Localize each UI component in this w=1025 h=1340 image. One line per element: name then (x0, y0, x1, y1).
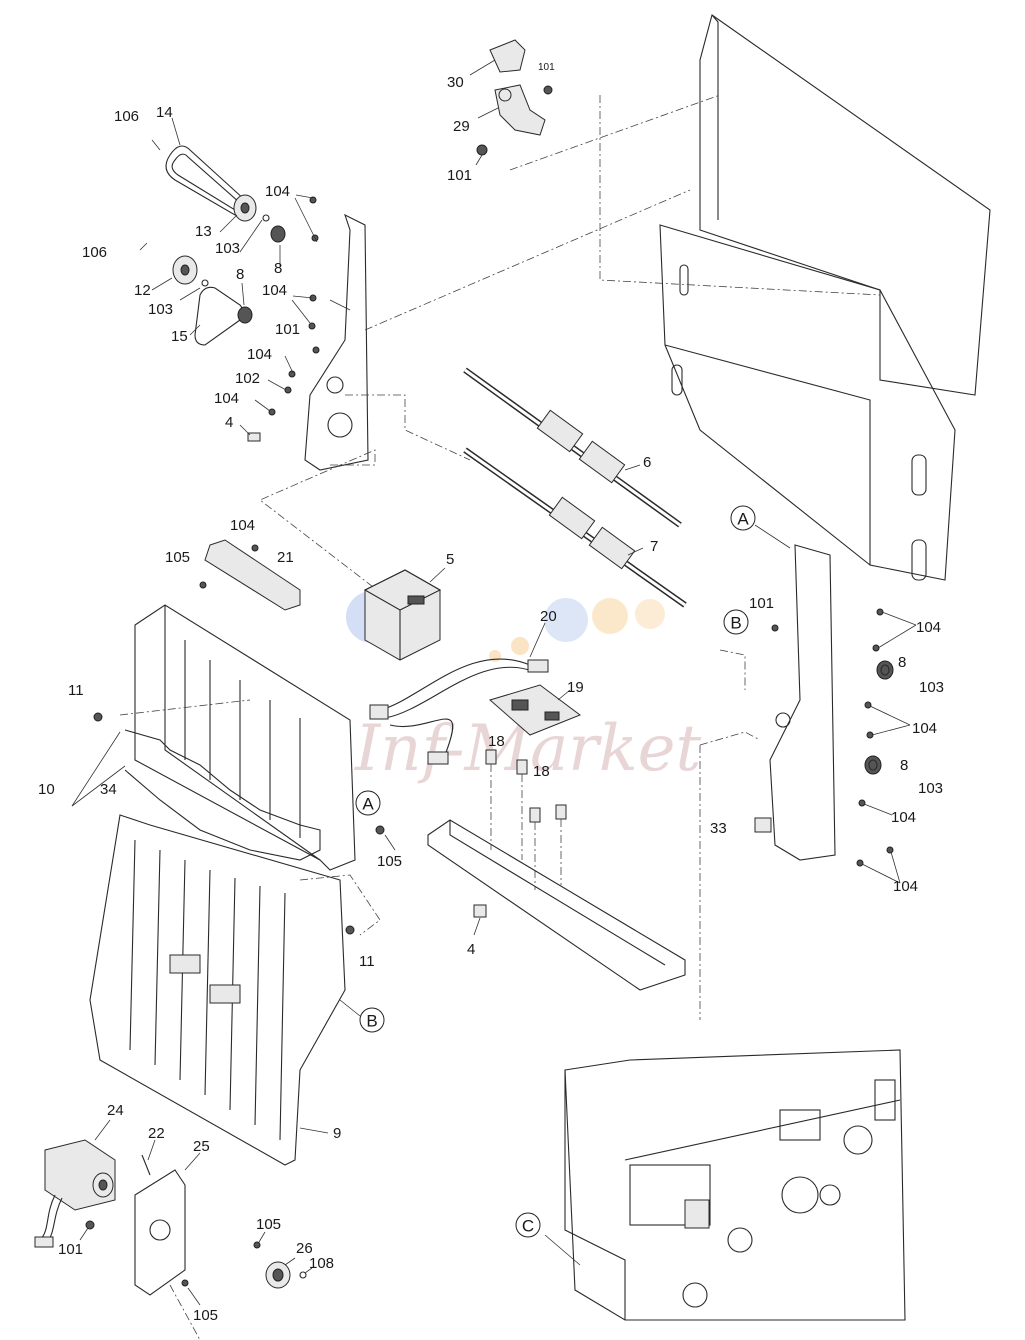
callout-7: 7 (650, 538, 658, 555)
roller-shaft-6 (463, 367, 682, 528)
ref-a-1: A (730, 505, 791, 549)
callout-101: 101 (749, 595, 774, 612)
callout-34: 34 (100, 781, 117, 798)
ref-b-1: B (723, 609, 749, 635)
callout-11: 11 (68, 682, 84, 699)
rear-cover-10 (71, 604, 396, 871)
callout-103: 103 (148, 301, 173, 318)
motor-24-assembly (34, 1119, 313, 1340)
right-side-plate (699, 544, 917, 1020)
callout-26: 26 (296, 1240, 313, 1257)
callout-8: 8 (274, 260, 282, 277)
callout-14: 14 (156, 104, 173, 121)
sensor-bracket-assembly (469, 39, 553, 166)
svg-text:B: B (730, 614, 741, 633)
callout-4: 4 (225, 414, 233, 431)
rear-frame-panel (509, 14, 991, 581)
left-drive-plate (304, 213, 369, 471)
belt-15 (194, 286, 245, 346)
callout-25: 25 (193, 1138, 210, 1155)
ref-c: C (515, 1212, 541, 1238)
callout-20: 20 (540, 608, 557, 625)
sensors-18 (485, 749, 567, 890)
callout-105: 105 (193, 1307, 218, 1324)
callout-33: 33 (710, 820, 727, 837)
callout-101: 101 (447, 167, 472, 184)
callout-104: 104 (916, 619, 941, 636)
callout-9: 9 (333, 1125, 341, 1142)
harness-20 (369, 622, 549, 765)
callout-104: 104 (265, 183, 290, 200)
callout-104: 104 (214, 390, 239, 407)
main-frame-c (544, 1049, 906, 1321)
callout-labels: 30 101 29 101 106 14 104 13 103 8 106 12… (38, 62, 944, 1324)
callout-11: 11 (359, 953, 375, 970)
callout-5: 5 (446, 551, 454, 568)
callout-8: 8 (898, 654, 906, 671)
callout-103: 103 (919, 679, 944, 696)
callout-105: 105 (165, 549, 190, 566)
callout-13: 13 (195, 223, 212, 240)
svg-text:A: A (737, 510, 749, 529)
callout-18: 18 (488, 733, 505, 750)
callout-101: 101 (538, 62, 555, 73)
pcb-19 (488, 684, 582, 736)
svg-text:B: B (366, 1012, 377, 1031)
callout-8: 8 (236, 266, 244, 283)
callout-104: 104 (891, 809, 916, 826)
callout-10: 10 (38, 781, 55, 798)
callout-4: 4 (467, 941, 475, 958)
svg-text:A: A (362, 795, 374, 814)
callout-21: 21 (277, 549, 294, 566)
callout-29: 29 (453, 118, 470, 135)
callout-104: 104 (893, 878, 918, 895)
callout-15: 15 (171, 328, 188, 345)
ref-b-2: B (339, 999, 385, 1033)
callout-103: 103 (215, 240, 240, 257)
callout-104: 104 (247, 346, 272, 363)
callout-106: 106 (114, 108, 139, 125)
callout-108: 108 (309, 1255, 334, 1272)
guide-21 (199, 539, 301, 611)
callout-104: 104 (912, 720, 937, 737)
callout-102: 102 (235, 370, 260, 387)
callout-30: 30 (447, 74, 464, 91)
callout-24: 24 (107, 1102, 124, 1119)
callout-105: 105 (256, 1216, 281, 1233)
base-plate (427, 819, 686, 991)
screws-left (139, 117, 320, 442)
roller-shaft-7 (463, 447, 687, 608)
callout-19: 19 (567, 679, 584, 696)
callout-101: 101 (58, 1241, 83, 1258)
pulleys (172, 194, 286, 324)
callout-104: 104 (262, 282, 287, 299)
callout-22: 22 (148, 1125, 165, 1142)
callout-103: 103 (918, 780, 943, 797)
callout-104: 104 (230, 517, 255, 534)
callout-106: 106 (82, 244, 107, 261)
callout-101: 101 (275, 321, 300, 338)
front-cover-9 (89, 814, 381, 1166)
callout-8: 8 (900, 757, 908, 774)
ref-a-2: A (355, 790, 381, 816)
callout-105: 105 (377, 853, 402, 870)
callout-12: 12 (134, 282, 151, 299)
callout-18: 18 (533, 763, 550, 780)
callout-6: 6 (643, 454, 651, 471)
svg-text:C: C (522, 1217, 534, 1236)
motor-5 (363, 567, 446, 661)
